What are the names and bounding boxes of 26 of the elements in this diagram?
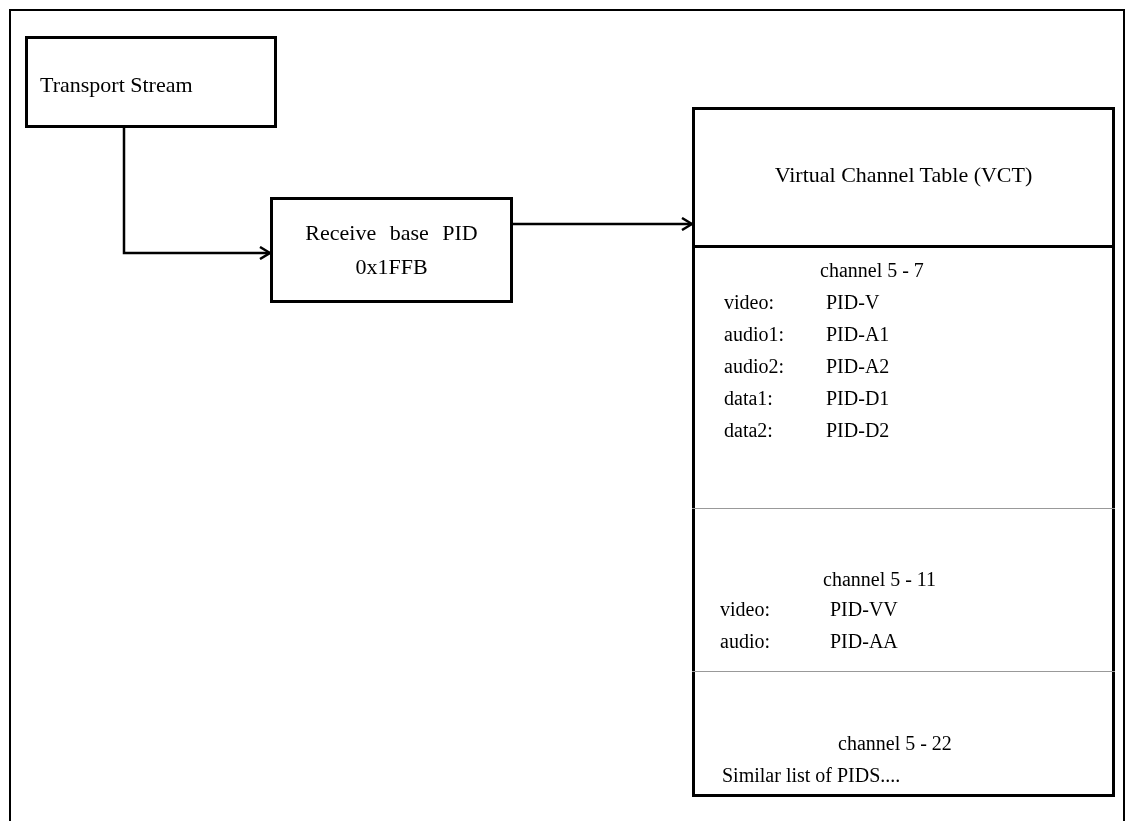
arrow: [122, 128, 272, 261]
field-name: audio2:: [724, 354, 784, 378]
field-value: PID-AA: [830, 629, 898, 653]
table-box: [692, 107, 1115, 797]
field-value: PID-VV: [830, 597, 898, 621]
field-value: PID-D1: [826, 386, 890, 410]
box-label: Receive base PID 0x1FFB: [304, 219, 479, 281]
field-value: PID-A2: [826, 354, 890, 378]
field-name: video:: [724, 290, 774, 314]
arrow: [513, 216, 694, 232]
field-name: data2:: [724, 418, 773, 442]
section-note: Similar list of PIDS....: [722, 763, 901, 787]
section-heading: channel 5 - 7: [820, 258, 924, 282]
field-value: PID-D2: [826, 418, 890, 442]
section-heading: channel 5 - 11: [823, 567, 937, 591]
table-title: Virtual Channel Table (VCT): [773, 162, 1034, 188]
section-heading: channel 5 - 22: [838, 731, 952, 755]
field-name: video:: [720, 597, 770, 621]
box-label: Transport Stream: [40, 72, 193, 98]
field-name: audio1:: [724, 322, 784, 346]
process-box: [270, 197, 513, 303]
field-name: data1:: [724, 386, 773, 410]
process-box: [25, 36, 277, 128]
field-name: audio:: [720, 629, 770, 653]
field-value: PID-A1: [826, 322, 890, 346]
field-value: PID-V: [826, 290, 880, 314]
